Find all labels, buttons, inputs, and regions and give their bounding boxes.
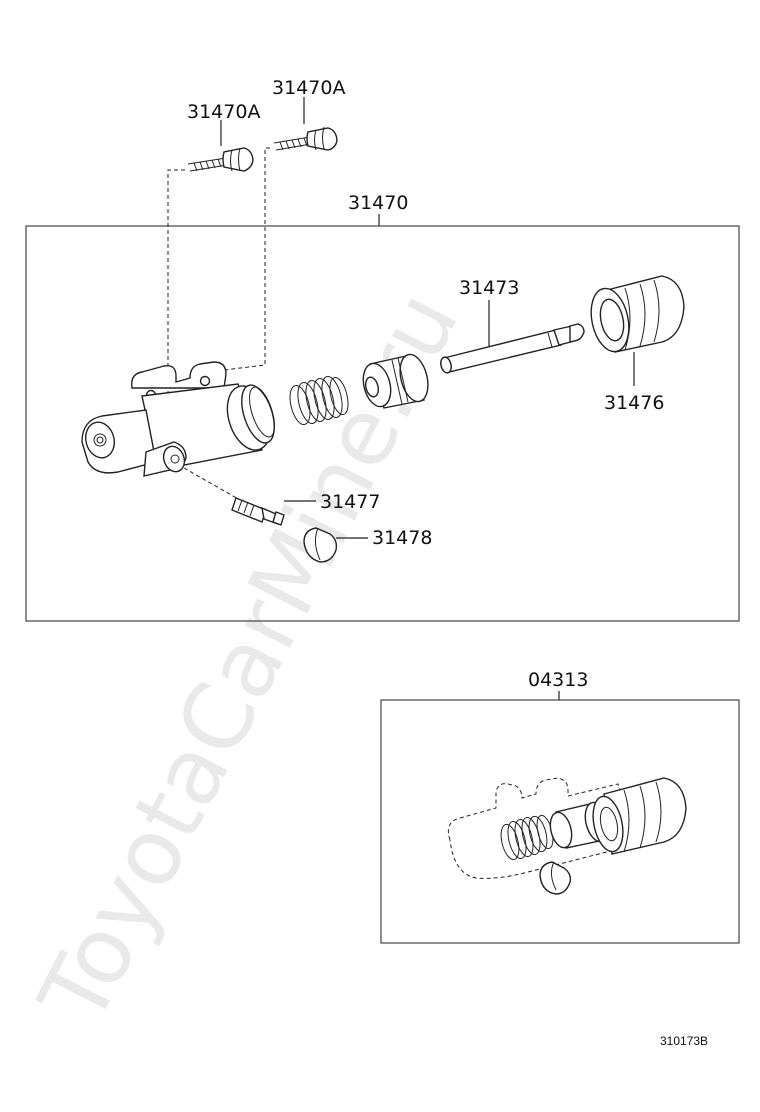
- repair-kit-frame: [380, 699, 740, 944]
- guide-bleeder: [183, 467, 241, 501]
- label-31470: 31470: [348, 192, 408, 214]
- piston[interactable]: [359, 352, 432, 410]
- guide-bolt-lower: [167, 169, 185, 395]
- boot[interactable]: [586, 275, 685, 355]
- label-31470a-lower: 31470A: [187, 101, 260, 123]
- label-31478: 31478: [372, 527, 432, 549]
- bleeder-plug[interactable]: [231, 497, 285, 526]
- bleeder-cap[interactable]: [303, 527, 338, 563]
- push-rod[interactable]: [439, 323, 585, 374]
- spring[interactable]: [286, 374, 351, 426]
- label-31470a-upper: 31470A: [272, 77, 345, 99]
- label-04313: 04313: [528, 669, 588, 691]
- label-31473: 31473: [459, 277, 519, 299]
- bolt-upper[interactable]: [273, 126, 338, 151]
- repair-kit-parts[interactable]: [447, 777, 687, 895]
- release-cylinder-body[interactable]: [81, 361, 281, 477]
- bolt-lower[interactable]: [187, 147, 254, 172]
- diagram-code: 310173B: [660, 1034, 708, 1048]
- guide-bolt-upper: [207, 147, 270, 373]
- label-31476: 31476: [604, 392, 664, 414]
- assembly-frame: [25, 225, 740, 622]
- label-31477: 31477: [320, 491, 380, 513]
